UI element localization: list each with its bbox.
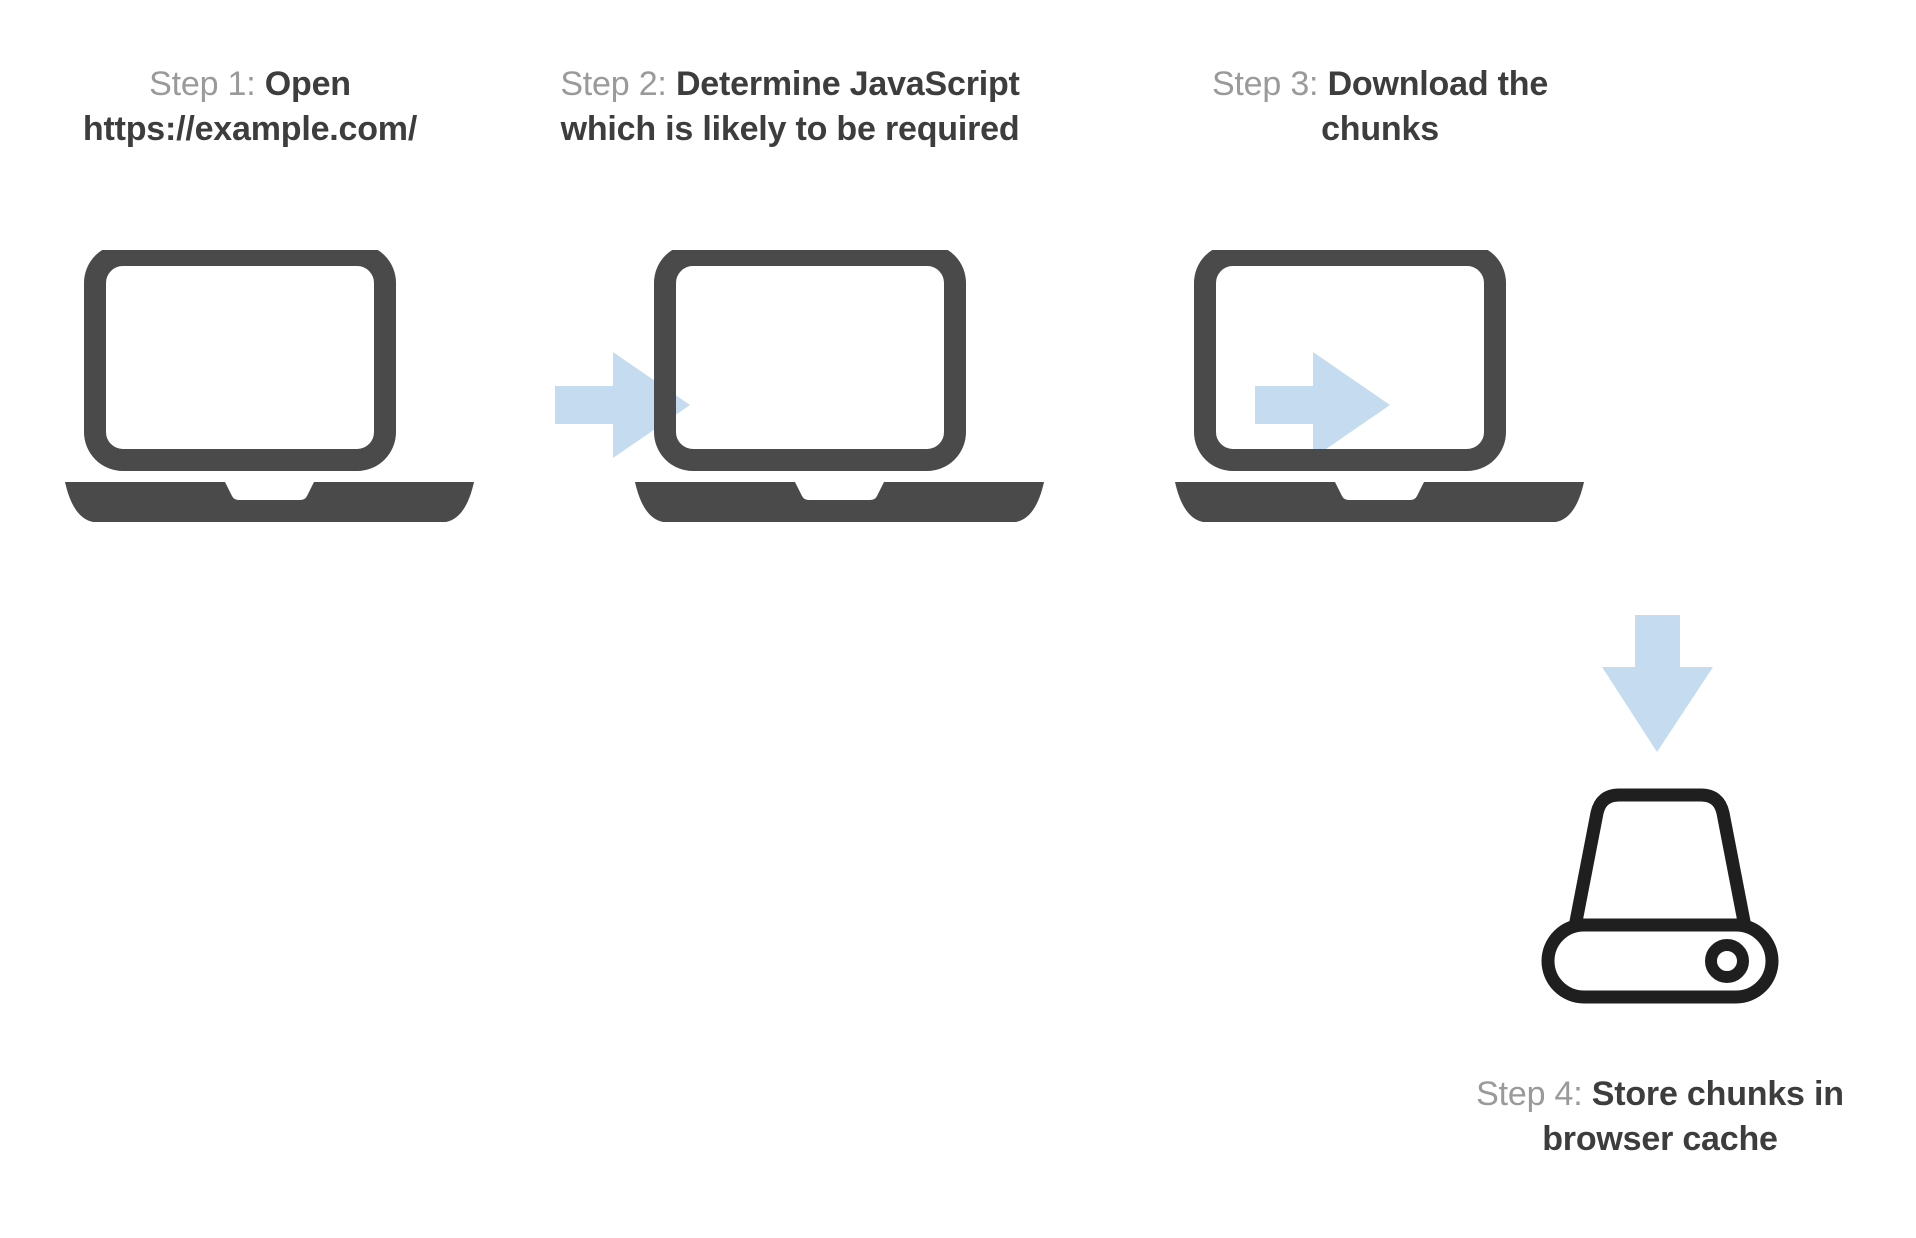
step-3-caption: Step 3: Download the chunks	[1170, 62, 1590, 152]
step-4-text: Store chunks in browser cache	[1542, 1075, 1844, 1159]
step-3-text: Download the chunks	[1321, 65, 1549, 149]
step-1-caption: Step 1: Open https://example.com/	[30, 62, 470, 152]
arrow-right-icon	[1255, 350, 1390, 460]
step-2-caption: Step 2: Determine JavaScript which is li…	[530, 62, 1050, 152]
arrow-down-icon	[1600, 615, 1715, 755]
arrow-right-icon	[555, 350, 690, 460]
step-4-label: Step 4:	[1476, 1075, 1583, 1113]
laptop-icon	[1170, 250, 1590, 570]
step-2-text: Determine JavaScript which is likely to …	[560, 65, 1020, 149]
step-1-label: Step 1:	[149, 65, 256, 103]
laptop-icon	[60, 250, 480, 570]
step-1-text: Open https://example.com/	[82, 65, 418, 149]
laptop-icon	[630, 250, 1050, 570]
step-2-label: Step 2:	[560, 65, 667, 103]
step-4-caption: Step 4: Store chunks in browser cache	[1420, 1072, 1900, 1162]
hard-drive-icon	[1535, 785, 1785, 1005]
step-3-label: Step 3:	[1211, 65, 1319, 103]
